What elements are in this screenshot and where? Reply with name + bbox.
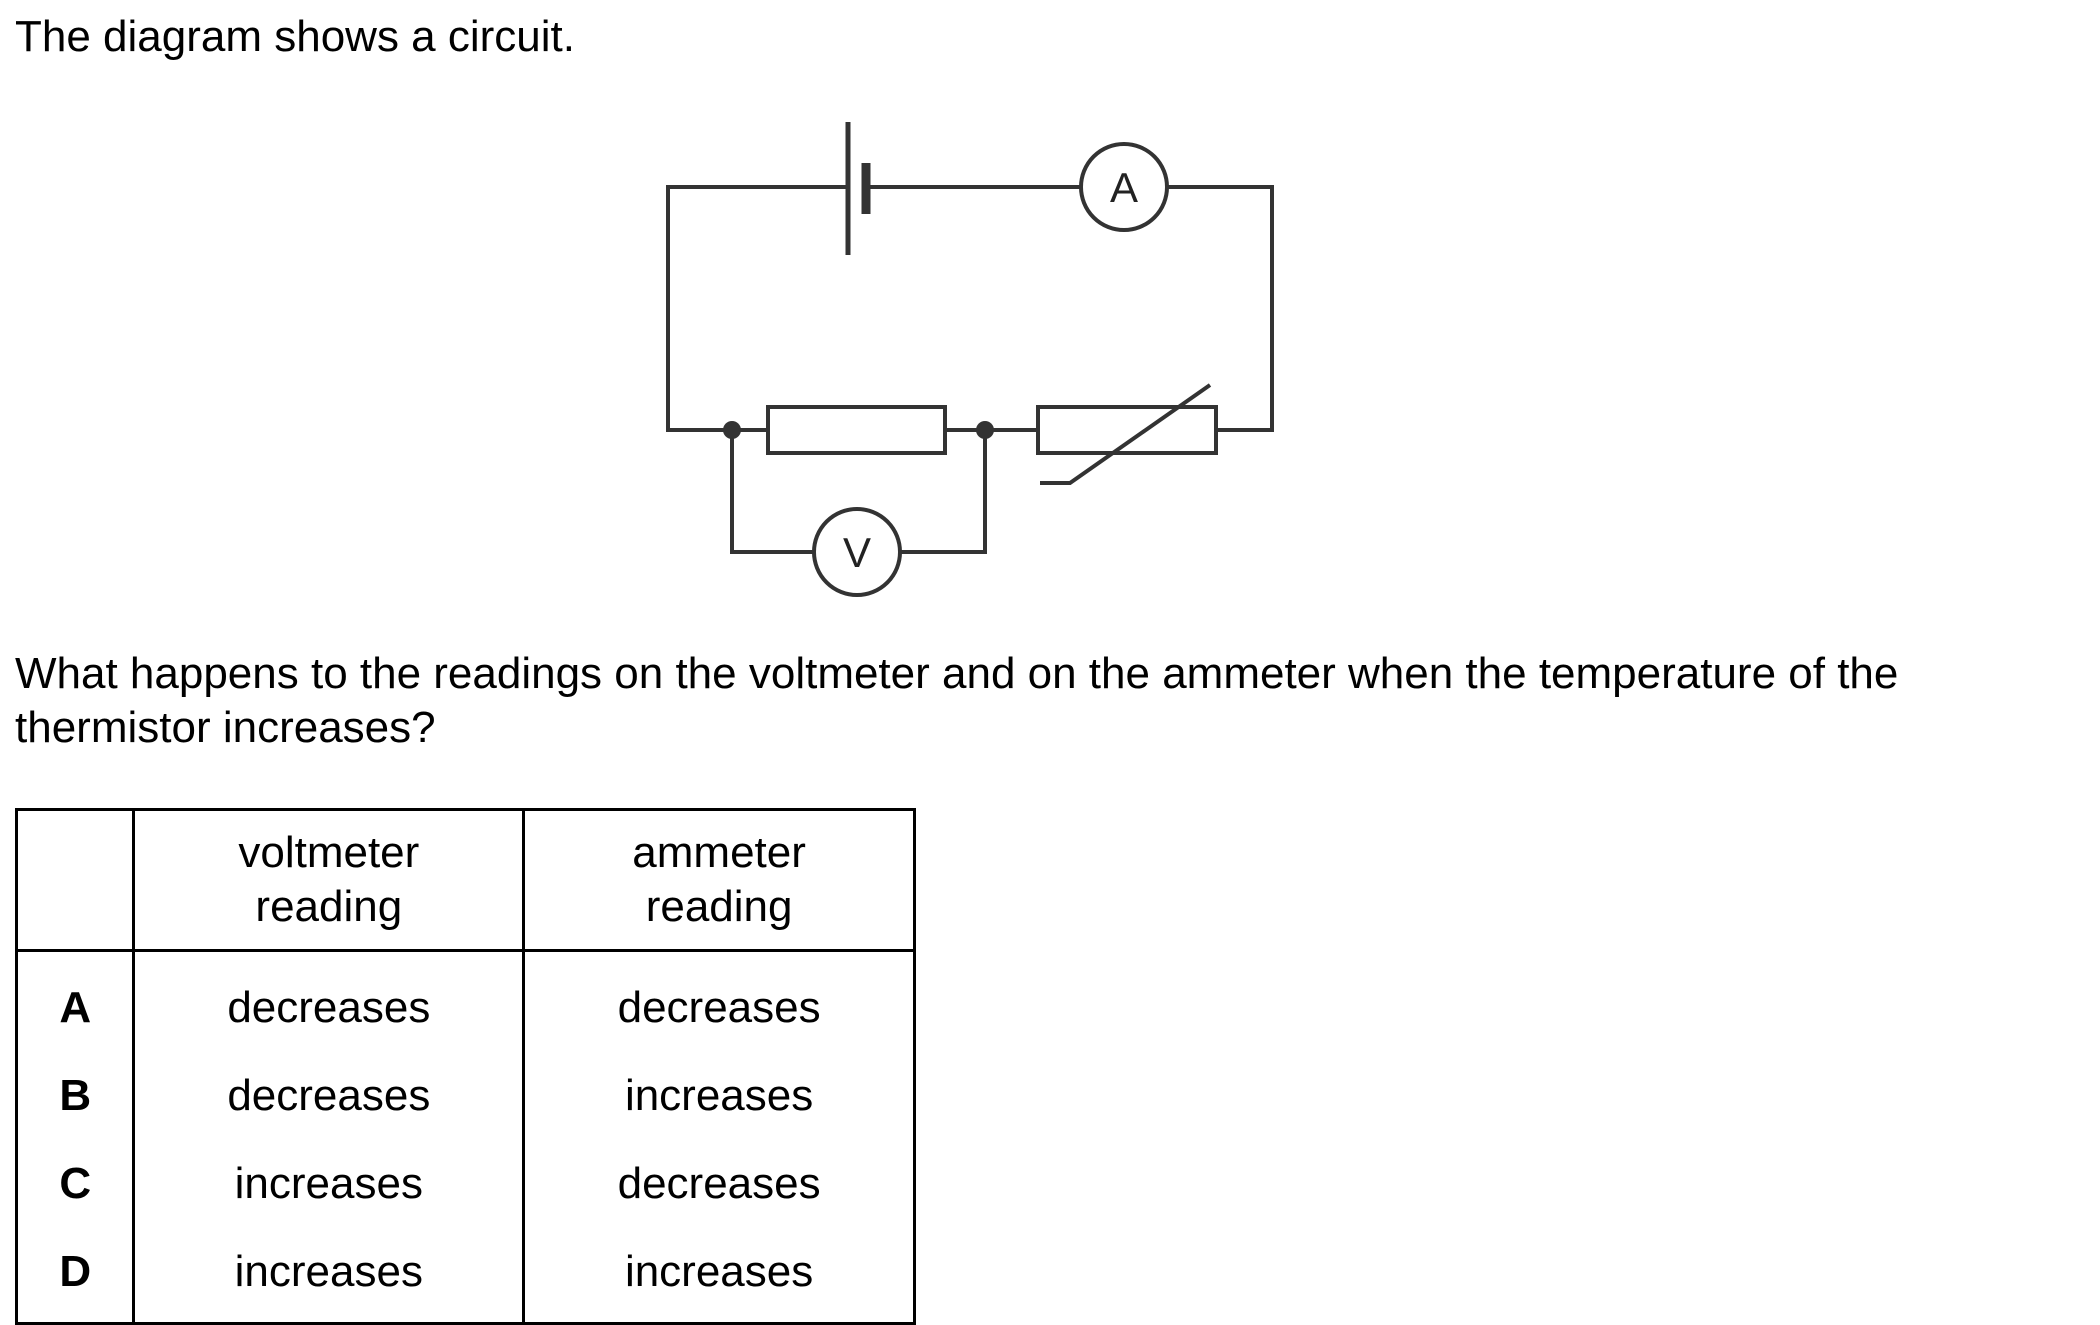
table-row[interactable]: B decreases increases (16, 1052, 915, 1140)
intro-text: The diagram shows a circuit. (15, 12, 575, 61)
thermistor-icon (1036, 383, 1218, 485)
table-row[interactable]: C increases decreases (16, 1140, 915, 1228)
option-letter: A (16, 950, 136, 1052)
junction-left (723, 421, 741, 439)
wire-top-right (1167, 185, 1274, 432)
answer-table: voltmeter reading ammeter reading A decr… (15, 808, 916, 1325)
header-voltmeter: voltmeter reading (133, 809, 526, 952)
table-row[interactable]: D increases increases (16, 1228, 915, 1324)
ammeter-cell: decreases (617, 983, 821, 1032)
cell-icon (845, 122, 871, 255)
wire-voltmeter-left (730, 430, 814, 554)
table-header-row: voltmeter reading ammeter reading (16, 809, 915, 952)
header-blank (16, 809, 136, 952)
voltmeter-cell: increases (133, 1228, 526, 1324)
ammeter-icon: A (1079, 142, 1169, 232)
resistor-icon (766, 405, 947, 455)
wire-voltmeter-right (900, 430, 987, 554)
ammeter-cell: decreases (617, 1159, 821, 1208)
voltmeter-icon: V (812, 507, 902, 597)
ammeter-cell: increases (624, 1247, 814, 1296)
ammeter-label: A (1110, 164, 1138, 211)
option-letter: D (16, 1228, 136, 1324)
voltmeter-cell: increases (133, 1140, 526, 1228)
wire-top-left (666, 185, 848, 432)
ammeter-cell: increases (624, 1071, 814, 1120)
header-ammeter: ammeter reading (523, 809, 915, 952)
voltmeter-label: V (843, 529, 871, 576)
option-letter: B (16, 1052, 136, 1140)
option-letter: C (16, 1140, 136, 1228)
junction-right (976, 421, 994, 439)
voltmeter-cell: decreases (133, 1052, 526, 1140)
question-text: What happens to the readings on the volt… (15, 649, 1899, 752)
circuit-diagram: A V (666, 122, 1274, 597)
table-row[interactable]: A decreases decreases (16, 950, 915, 1052)
voltmeter-cell: decreases (133, 950, 526, 1052)
